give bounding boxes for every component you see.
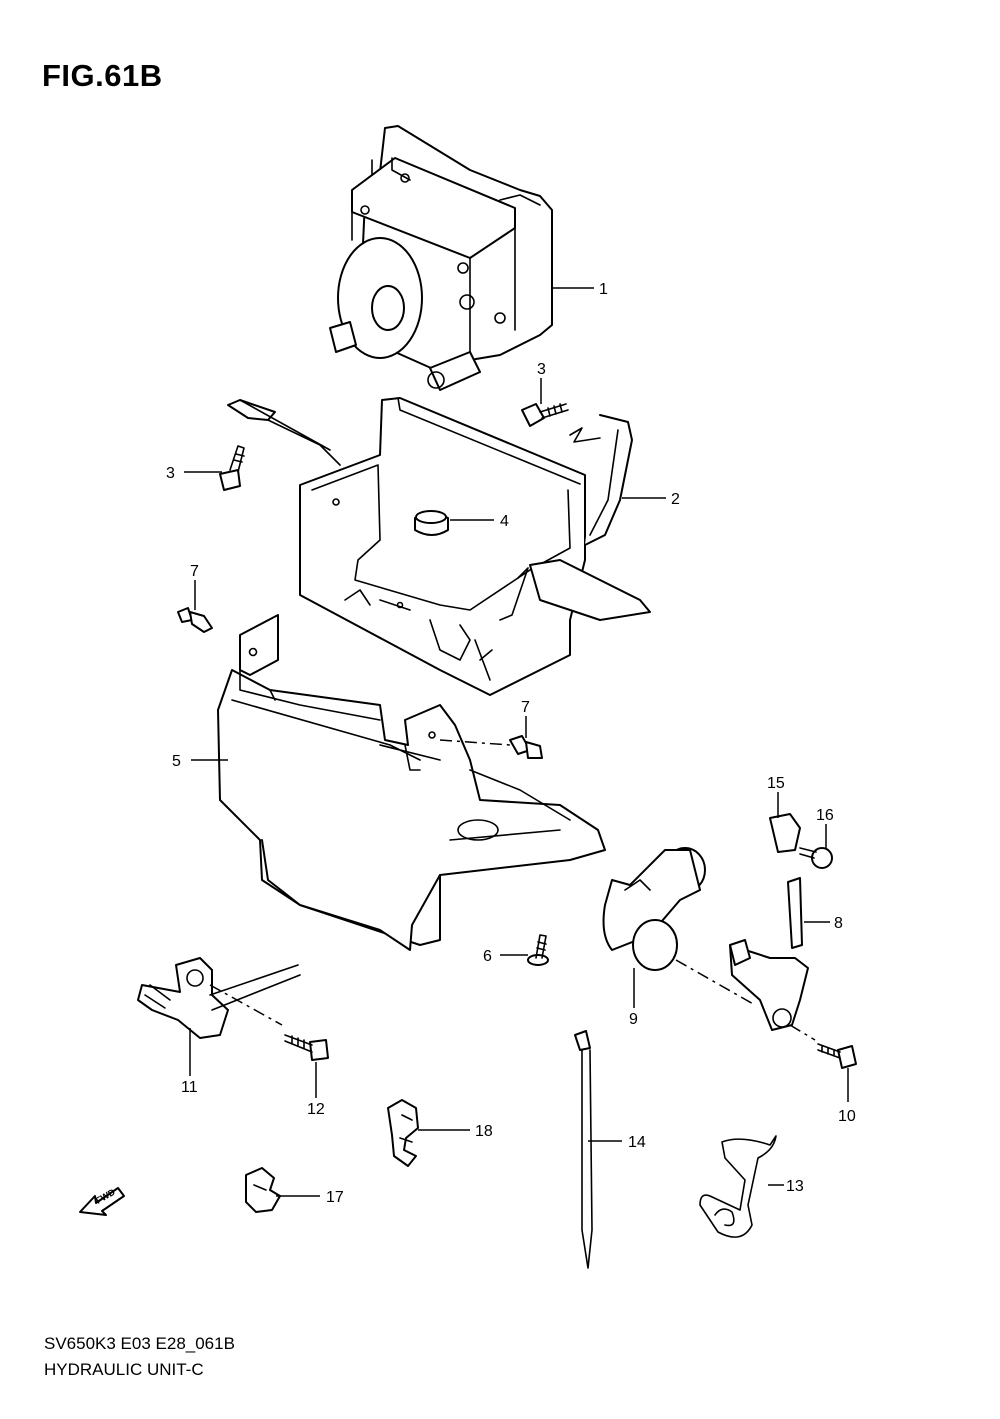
bolt-part-16[interactable] xyxy=(799,847,833,869)
callout-12[interactable]: 12 xyxy=(307,1101,325,1118)
callout-8[interactable]: 8 xyxy=(834,915,843,932)
callout-18[interactable]: 18 xyxy=(475,1123,493,1140)
callout-10[interactable]: 10 xyxy=(838,1108,856,1125)
rivet-part-7-lower[interactable] xyxy=(509,735,543,759)
bolt-part-3-left[interactable] xyxy=(219,445,245,491)
clamp-part-17[interactable] xyxy=(245,1167,281,1213)
bracket-part[interactable] xyxy=(227,397,651,696)
callout-16[interactable]: 16 xyxy=(816,807,834,824)
figure-title: FIG.61B xyxy=(42,58,163,93)
callout-13[interactable]: 13 xyxy=(786,1178,804,1195)
bolt-part-3-upper[interactable] xyxy=(521,403,569,427)
clip-part-15[interactable] xyxy=(769,813,801,853)
clamp-part-18[interactable] xyxy=(387,1099,419,1167)
callout-17[interactable]: 17 xyxy=(326,1189,344,1206)
screw-part[interactable] xyxy=(527,934,549,966)
callout-7-upper[interactable]: 7 xyxy=(190,563,199,580)
callout-14[interactable]: 14 xyxy=(628,1134,646,1151)
callout-2[interactable]: 2 xyxy=(671,491,680,508)
bolt-part-12[interactable] xyxy=(284,1034,329,1061)
figure-name: HYDRAULIC UNIT-C xyxy=(44,1360,204,1379)
callout-15[interactable]: 15 xyxy=(767,775,785,792)
callout-4[interactable]: 4 xyxy=(500,513,509,530)
hydraulic-unit-part[interactable] xyxy=(329,125,553,391)
sensor-rotor-part[interactable] xyxy=(602,847,706,971)
rivet-part-7-upper[interactable] xyxy=(177,607,213,633)
figure-code: SV650K3 E03 E28_061B xyxy=(44,1334,235,1353)
wire-clip-part[interactable] xyxy=(699,1135,777,1238)
callout-6[interactable]: 6 xyxy=(483,948,492,965)
bolt-part-10[interactable] xyxy=(817,1043,857,1069)
callout-11[interactable]: 11 xyxy=(181,1079,198,1096)
callout-1[interactable]: 1 xyxy=(599,281,608,298)
speed-sensor-part-11[interactable] xyxy=(137,957,301,1039)
callout-9[interactable]: 9 xyxy=(629,1011,638,1028)
leader-lines xyxy=(184,287,849,1197)
lower-cover-part[interactable] xyxy=(217,614,606,951)
grommet-part[interactable] xyxy=(414,510,449,536)
callout-7-lower[interactable]: 7 xyxy=(521,699,530,716)
callout-3-left[interactable]: 3 xyxy=(166,465,175,482)
cable-tie-part[interactable] xyxy=(574,1030,593,1269)
callout-5[interactable]: 5 xyxy=(172,753,181,770)
speed-sensor-part-8[interactable] xyxy=(729,877,809,1031)
forward-arrow-icon: FWD xyxy=(79,1187,125,1216)
callout-3-upper[interactable]: 3 xyxy=(537,361,546,378)
